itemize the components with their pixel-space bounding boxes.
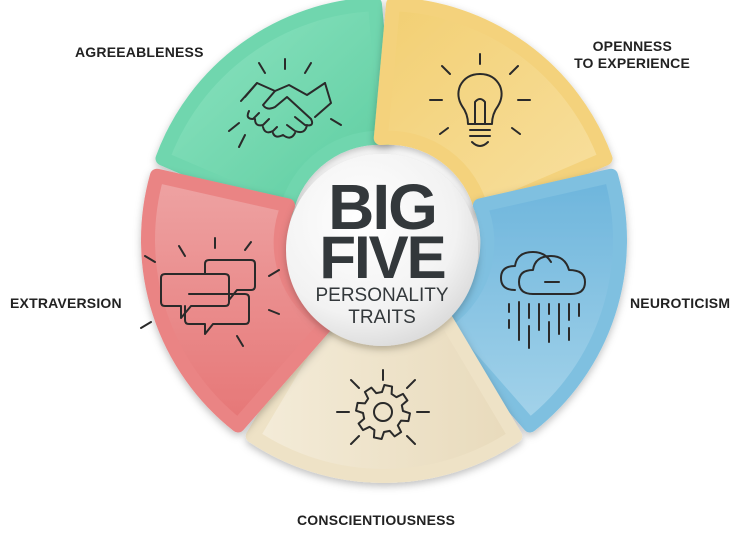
label-openness: OPENNESS TO EXPERIENCE <box>574 38 690 72</box>
label-neuroticism: NEUROTICISM <box>630 295 731 311</box>
label-extraversion: EXTRAVERSION <box>10 295 122 311</box>
gear-icon <box>336 369 430 445</box>
petal-openness <box>373 0 613 219</box>
label-openness-line2: TO EXPERIENCE <box>574 55 690 71</box>
title-personality: PERSONALITY <box>315 285 448 306</box>
petal-neuroticism <box>434 168 627 433</box>
title-five: FIVE <box>319 224 444 291</box>
label-conscientiousness: CONSCIENTIOUSNESS <box>297 512 456 528</box>
center-circle <box>286 154 478 346</box>
speech-bubbles-icon <box>140 237 280 347</box>
petal-extraversion <box>141 168 334 433</box>
lightbulb-icon <box>429 53 531 147</box>
title-big: BIG <box>328 171 436 243</box>
handshake-icon <box>228 58 342 148</box>
rain-cloud-icon <box>500 251 586 349</box>
petals <box>141 0 627 483</box>
label-openness-line1: OPENNESS <box>592 38 672 54</box>
label-agreeableness: AGREEABLENESS <box>75 44 204 60</box>
title-traits: TRAITS <box>348 307 416 328</box>
